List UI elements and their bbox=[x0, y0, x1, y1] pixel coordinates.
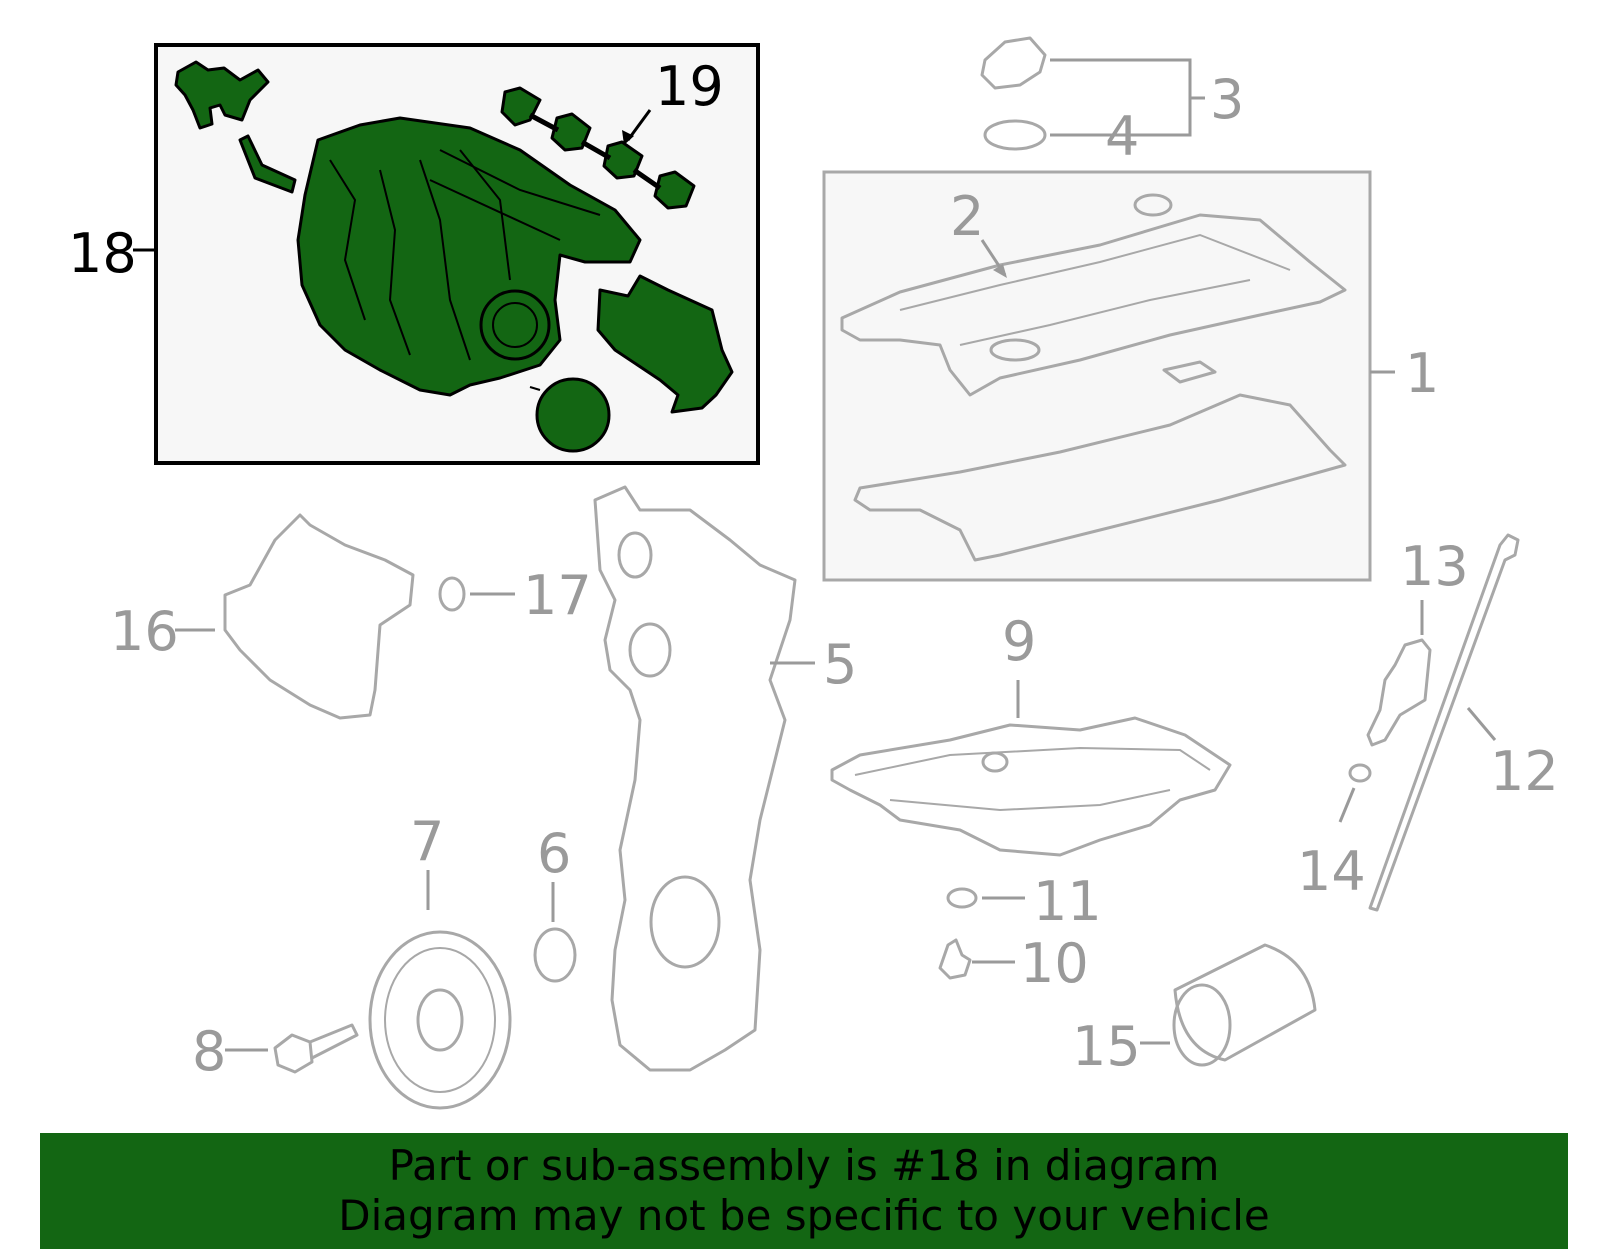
part-19-gaskets bbox=[500, 86, 696, 210]
callout-19: 19 bbox=[655, 55, 724, 118]
part-8-bolt bbox=[273, 1023, 359, 1074]
part-12-dipstick bbox=[1368, 533, 1520, 912]
part-15-oil-filter bbox=[1172, 943, 1317, 1067]
callout-1: 1 bbox=[1405, 342, 1439, 405]
part-2-valve-cover bbox=[840, 193, 1347, 397]
callout-16: 16 bbox=[110, 600, 179, 663]
part-16-pump bbox=[223, 513, 415, 720]
callout-9: 9 bbox=[1002, 610, 1036, 673]
part-14-gasket bbox=[1348, 763, 1372, 783]
part-18-throttle-gasket bbox=[535, 377, 611, 453]
part-13-guide bbox=[1366, 638, 1432, 747]
callout-4: 4 bbox=[1105, 105, 1139, 168]
callout-5: 5 bbox=[823, 633, 857, 696]
callout-18: 18 bbox=[68, 222, 137, 285]
part-11-washer bbox=[946, 887, 978, 909]
callout-3: 3 bbox=[1210, 68, 1244, 131]
info-banner: Part or sub-assembly is #18 in diagram D… bbox=[40, 1133, 1568, 1249]
callout-13: 13 bbox=[1400, 535, 1469, 598]
part-6-seal bbox=[533, 927, 577, 983]
banner-line-2: Diagram may not be specific to your vehi… bbox=[338, 1191, 1270, 1240]
callout-14: 14 bbox=[1297, 840, 1366, 903]
part-18-bracket bbox=[596, 274, 734, 414]
valve-cover-box bbox=[822, 170, 1372, 582]
callout-6: 6 bbox=[537, 822, 571, 885]
callout-8: 8 bbox=[192, 1020, 226, 1083]
callout-11: 11 bbox=[1033, 870, 1102, 933]
part-5-timing-cover bbox=[593, 485, 797, 1072]
part-3-oil-cap bbox=[980, 36, 1047, 90]
callout-12: 12 bbox=[1490, 740, 1559, 803]
part-7-pulley bbox=[368, 930, 512, 1110]
part-17-seal bbox=[438, 576, 466, 612]
part-18-intake-manifold[interactable] bbox=[296, 116, 642, 397]
part-1-gasket bbox=[853, 393, 1347, 562]
callout-17: 17 bbox=[523, 564, 592, 627]
banner-line-1: Part or sub-assembly is #18 in diagram bbox=[388, 1141, 1220, 1190]
part-9-oil-pan bbox=[830, 716, 1232, 857]
part-10-drain-plug bbox=[938, 938, 972, 980]
part-18-sensor bbox=[174, 60, 297, 194]
callout-7: 7 bbox=[410, 810, 444, 873]
callout-15: 15 bbox=[1072, 1015, 1141, 1078]
callout-2: 2 bbox=[950, 185, 984, 248]
callout-10: 10 bbox=[1020, 932, 1089, 995]
part-4-seal bbox=[983, 119, 1047, 151]
